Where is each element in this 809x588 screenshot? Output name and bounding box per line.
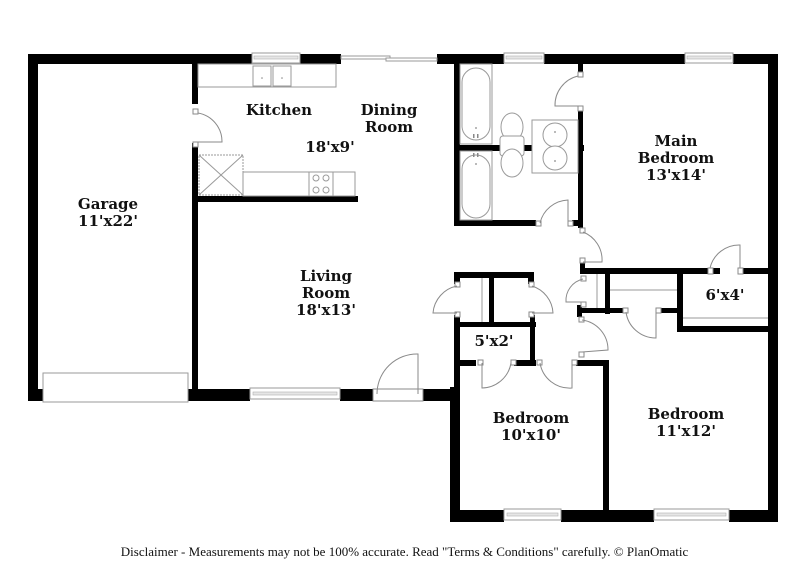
exterior-walls xyxy=(28,54,778,522)
bathtub-lower xyxy=(459,150,493,221)
toilet xyxy=(499,112,525,178)
door-bedroom-2 xyxy=(578,316,609,358)
room-dimensions: 13'x14' xyxy=(646,166,706,184)
room-label-dining-room: Dining Room xyxy=(361,102,418,136)
window-living xyxy=(249,387,341,400)
garage-door xyxy=(42,372,189,403)
door-front xyxy=(372,353,424,402)
door-linen-left xyxy=(432,281,461,318)
room-label-bedroom-2: Bedroom 11'x12' xyxy=(648,406,725,440)
room-name: Bedroom xyxy=(492,409,570,427)
room-name-line2: Room xyxy=(364,118,414,136)
door-garage-kitchen xyxy=(192,108,223,148)
room-name: Garage xyxy=(77,195,139,213)
room-dimensions: 10'x10' xyxy=(501,426,561,444)
room-dimensions-kitchen-dining: 18'x9' xyxy=(305,139,354,156)
sliding-door-dining xyxy=(340,55,438,62)
door-main-bedroom xyxy=(579,227,603,264)
door-linen-right xyxy=(528,281,554,318)
room-name-line2: Bedroom xyxy=(637,149,715,167)
door-bedroom-1 xyxy=(536,359,578,389)
doors xyxy=(192,71,744,402)
room-dimensions: 11'x12' xyxy=(656,422,716,440)
room-label-garage: Garage 11'x22' xyxy=(78,196,138,230)
room-label-kitchen: Kitchen xyxy=(246,102,312,119)
room-label-bedroom-1: Bedroom 10'x10' xyxy=(493,410,570,444)
stove xyxy=(308,171,334,197)
room-name-line1: Main xyxy=(654,132,698,150)
window-bath xyxy=(503,52,545,64)
room-name: Kitchen xyxy=(245,101,313,119)
door-main-bath xyxy=(554,71,584,112)
room-name: Bedroom xyxy=(647,405,725,423)
room-dimensions: 11'x22' xyxy=(78,212,138,230)
room-label-closet-5x2: 5'x2' xyxy=(474,333,513,350)
room-name-line1: Dining xyxy=(360,101,418,119)
room-name-line2: Room xyxy=(301,284,351,302)
room-label-closet-6x4: 6'x4' xyxy=(705,287,744,304)
room-dimensions: 18'x13' xyxy=(296,301,356,319)
kitchen-lower-counter xyxy=(242,171,356,197)
disclaimer-text: Disclaimer - Measurements may not be 100… xyxy=(120,544,689,559)
room-label-main-bedroom: Main Bedroom 13'x14' xyxy=(638,133,715,184)
door-hall-bath xyxy=(535,199,574,227)
room-label-living-room: Living Room 18'x13' xyxy=(296,268,356,319)
window-bedroom-1 xyxy=(503,508,562,521)
door-closet-6x4 xyxy=(707,244,744,275)
windows xyxy=(249,52,734,521)
door-hall-closet xyxy=(565,275,587,308)
door-main-closet xyxy=(622,307,662,339)
fixtures xyxy=(197,63,768,322)
room-name-line1: Living xyxy=(299,267,353,285)
room-dimensions: 6'x4' xyxy=(705,286,745,304)
window-bedroom-2 xyxy=(653,508,730,521)
door-closet-5x2 xyxy=(477,359,517,389)
refrigerator xyxy=(198,154,244,196)
window-kitchen xyxy=(251,52,301,64)
bathtub-upper xyxy=(459,63,493,145)
room-dimensions: 18'x9' xyxy=(305,138,355,156)
room-dimensions: 5'x2' xyxy=(474,332,514,350)
window-main-bedroom xyxy=(684,52,734,64)
vanity-sinks xyxy=(531,119,579,174)
kitchen-sink xyxy=(252,65,292,87)
